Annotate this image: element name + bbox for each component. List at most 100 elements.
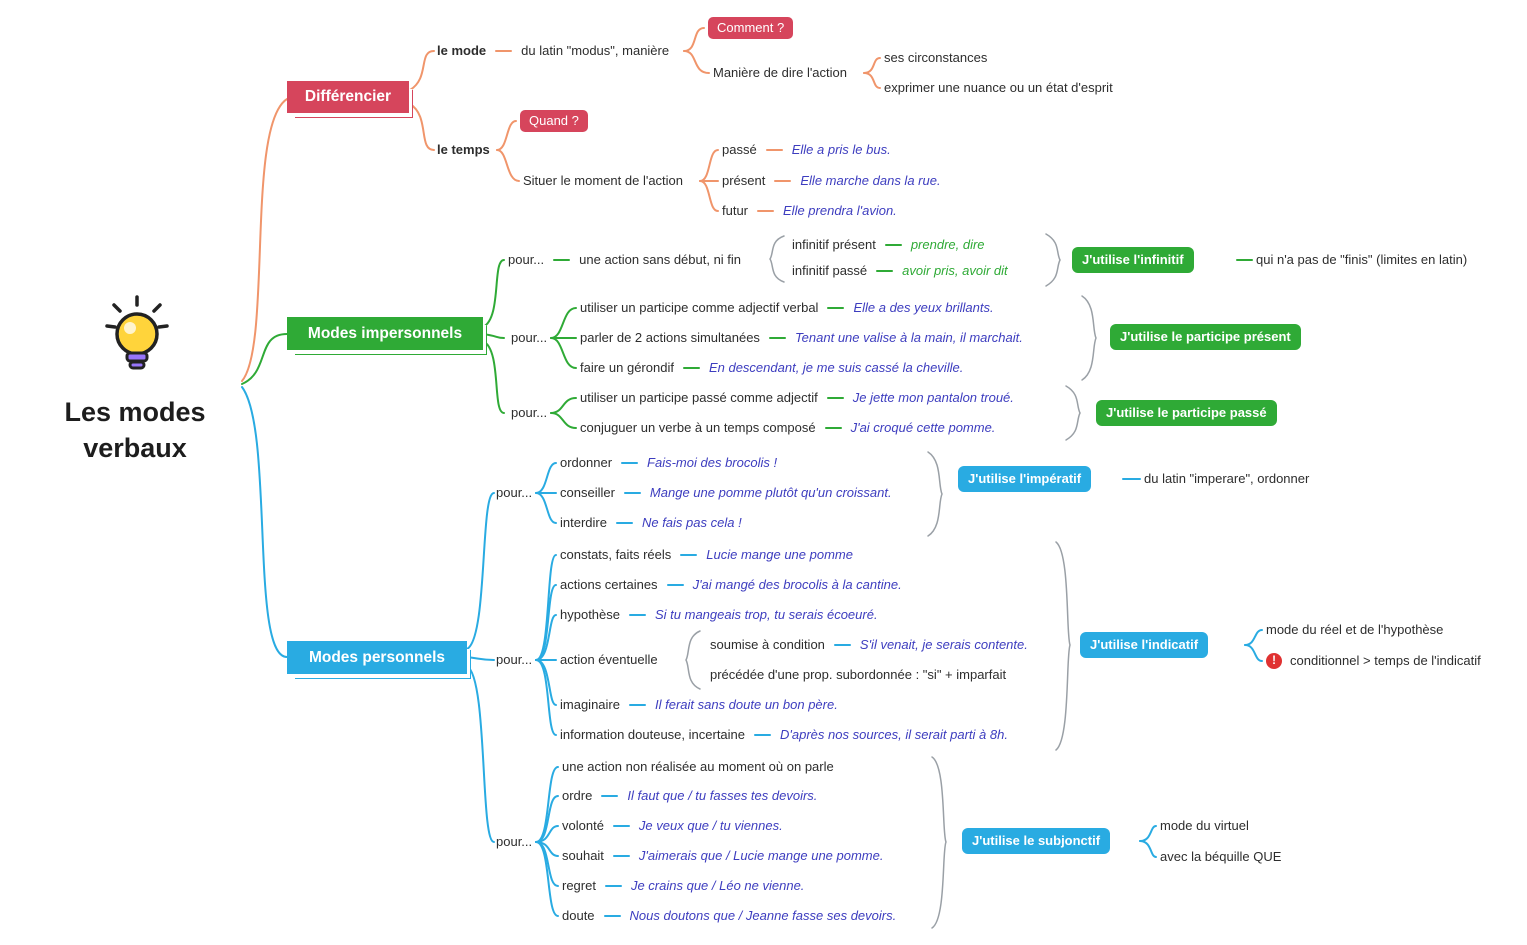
node-pour-participe-passe[interactable]: pour...: [511, 405, 547, 421]
example-text: prendre, dire: [910, 237, 985, 252]
example-text: Il ferait sans doute un bon père.: [654, 697, 838, 712]
node-volonte[interactable]: volonté Je veux que / tu viennes.: [562, 818, 783, 834]
button-imperatif[interactable]: J'utilise l'impératif: [958, 466, 1092, 492]
node-pour-indicatif[interactable]: pour...: [496, 652, 532, 668]
node-ordre[interactable]: ordre Il faut que / tu fasses tes devoir…: [562, 788, 817, 804]
node-constats[interactable]: constats, faits réels Lucie mange une po…: [560, 547, 853, 563]
node-ordonner[interactable]: ordonner Fais-moi des brocolis !: [560, 455, 777, 471]
node-label: pour...: [496, 652, 533, 667]
node-ses-circonstances[interactable]: ses circonstances: [884, 50, 987, 66]
badge-quand[interactable]: Quand ?: [520, 110, 588, 132]
branch-modes-personnels[interactable]: Modes personnels: [287, 641, 467, 674]
node-infinitif-passe[interactable]: infinitif passé avoir pris, avoir dit: [792, 263, 1008, 279]
example-text: Je jette mon pantalon troué.: [852, 390, 1014, 405]
node-soumise-condition[interactable]: soumise à condition S'il venait, je sera…: [710, 637, 1028, 653]
note-subjonctif-2[interactable]: avec la béquille QUE: [1160, 849, 1281, 865]
example-text: Je veux que / tu viennes.: [638, 818, 783, 833]
node-label: une action non réalisée au moment où on …: [562, 759, 834, 774]
node-pour-infinitif[interactable]: pour... une action sans début, ni fin: [508, 252, 741, 268]
connector-dash: [621, 462, 639, 464]
connector-dash: [824, 427, 842, 429]
node-temps-compose[interactable]: conjuguer un verbe à un temps composé J'…: [580, 420, 995, 436]
note-infinitif[interactable]: qui n'a pas de "finis" (limites en latin…: [1256, 252, 1467, 268]
example-text: S'il venait, je serais contente.: [859, 637, 1028, 652]
note-subjonctif-1[interactable]: mode du virtuel: [1160, 818, 1249, 834]
node-label: utiliser un participe comme adjectif ver…: [580, 300, 819, 315]
node-futur[interactable]: futur Elle prendra l'avion.: [722, 203, 897, 219]
node-passe[interactable]: passé Elle a pris le bus.: [722, 142, 891, 158]
node-label: pour...: [496, 834, 533, 849]
node-action-non-realisee[interactable]: une action non réalisée au moment où on …: [562, 759, 834, 775]
note-indicatif-1[interactable]: mode du réel et de l'hypothèse: [1266, 622, 1443, 638]
node-action-eventuelle[interactable]: action éventuelle: [560, 652, 658, 668]
node-exprimer-nuance[interactable]: exprimer une nuance ou un état d'esprit: [884, 80, 1113, 96]
badge-comment[interactable]: Comment ?: [708, 17, 794, 39]
node-label: action éventuelle: [560, 652, 658, 667]
node-label: conjuguer un verbe à un temps composé: [580, 420, 816, 435]
note-text: qui n'a pas de "finis" (limites en latin…: [1256, 252, 1468, 267]
node-imaginaire[interactable]: imaginaire Il ferait sans doute un bon p…: [560, 697, 838, 713]
node-label: précédée d'une prop. subordonnée : "si" …: [710, 667, 1007, 682]
example-text: Elle a pris le bus.: [791, 142, 891, 157]
node-infinitif-present[interactable]: infinitif présent prendre, dire: [792, 237, 985, 253]
button-indicatif[interactable]: J'utilise l'indicatif: [1080, 632, 1209, 658]
root-node-title[interactable]: Les modes verbaux: [64, 397, 206, 463]
node-label: ordre: [562, 788, 593, 803]
node-label: souhait: [562, 848, 604, 863]
node-gerondif[interactable]: faire un gérondif En descendant, je me s…: [580, 360, 963, 376]
example-text: Je crains que / Léo ne vienne.: [630, 878, 805, 893]
example-text: D'après nos sources, il serait parti à 8…: [780, 727, 1008, 742]
note-indicatif-2[interactable]: conditionnel > temps de l'indicatif: [1266, 653, 1481, 669]
branch-modes-impersonnels[interactable]: Modes impersonnels: [287, 317, 483, 350]
node-pour-subjonctif[interactable]: pour...: [496, 834, 532, 850]
connector-dash: [666, 584, 684, 586]
node-pour-participe-present[interactable]: pour...: [511, 330, 547, 346]
node-hypothese[interactable]: hypothèse Si tu mangeais trop, tu serais…: [560, 607, 878, 623]
node-label: passé: [722, 142, 757, 157]
node-actions-certaines[interactable]: actions certaines J'ai mangé des brocoli…: [560, 577, 902, 593]
node-label: exprimer une nuance ou un état d'esprit: [884, 80, 1113, 95]
node-label: infinitif passé: [792, 263, 868, 278]
node-participe-adjectif-verbal[interactable]: utiliser un participe comme adjectif ver…: [580, 300, 994, 316]
button-infinitif[interactable]: J'utilise l'infinitif: [1072, 247, 1194, 273]
node-souhait[interactable]: souhait J'aimerais que / Lucie mange une…: [562, 848, 883, 864]
node-situer-moment[interactable]: Situer le moment de l'action: [523, 173, 683, 189]
branch-differencier[interactable]: Différencier: [287, 81, 409, 113]
node-conseiller[interactable]: conseiller Mange une pomme plutôt qu'un …: [560, 485, 892, 501]
node-actions-simultanees[interactable]: parler de 2 actions simultanées Tenant u…: [580, 330, 1023, 346]
button-subjonctif[interactable]: J'utilise le subjonctif: [962, 828, 1111, 854]
example-text: Lucie mange une pomme: [706, 547, 853, 562]
node-label: ordonner: [560, 455, 613, 470]
connector-dash: [827, 307, 845, 309]
example-text: Il faut que / tu fasses tes devoirs.: [627, 788, 818, 803]
node-label: parler de 2 actions simultanées: [580, 330, 760, 345]
node-maniere-de-dire[interactable]: Manière de dire l'action: [713, 65, 847, 81]
connector-dash: [601, 795, 619, 797]
button-participe-present[interactable]: J'utilise le participe présent: [1110, 324, 1301, 350]
note-text: mode du réel et de l'hypothèse: [1266, 622, 1444, 637]
node-interdire[interactable]: interdire Ne fais pas cela !: [560, 515, 742, 531]
node-pour-imperatif[interactable]: pour...: [496, 485, 532, 501]
node-precedee-prop[interactable]: précédée d'une prop. subordonnée : "si" …: [710, 667, 1006, 683]
node-doute[interactable]: doute Nous doutons que / Jeanne fasse se…: [562, 908, 896, 924]
node-label: imaginaire: [560, 697, 620, 712]
button-participe-passe[interactable]: J'utilise le participe passé: [1096, 400, 1277, 426]
node-label: le temps: [437, 142, 490, 157]
node-le-temps[interactable]: le temps: [437, 142, 490, 158]
node-label: ses circonstances: [884, 50, 988, 65]
node-information-douteuse[interactable]: information douteuse, incertaine D'après…: [560, 727, 1008, 743]
example-text: J'ai croqué cette pomme.: [850, 420, 996, 435]
node-label: infinitif présent: [792, 237, 876, 252]
connector-dash: [553, 259, 571, 261]
note-text: avec la béquille QUE: [1160, 849, 1282, 864]
node-participe-passe-adjectif[interactable]: utiliser un participe passé comme adject…: [580, 390, 1014, 406]
note-imperatif[interactable]: du latin "imperare", ordonner: [1144, 471, 1309, 487]
connector-dash: [680, 554, 698, 556]
warning-icon: [1266, 653, 1282, 669]
node-present[interactable]: présent Elle marche dans la rue.: [722, 173, 941, 189]
node-le-mode[interactable]: le mode du latin "modus", manière: [437, 43, 669, 59]
note-text: du latin "imperare", ordonner: [1144, 471, 1310, 486]
node-label: pour...: [511, 405, 548, 420]
node-regret[interactable]: regret Je crains que / Léo ne vienne.: [562, 878, 804, 894]
node-label: présent: [722, 173, 766, 188]
